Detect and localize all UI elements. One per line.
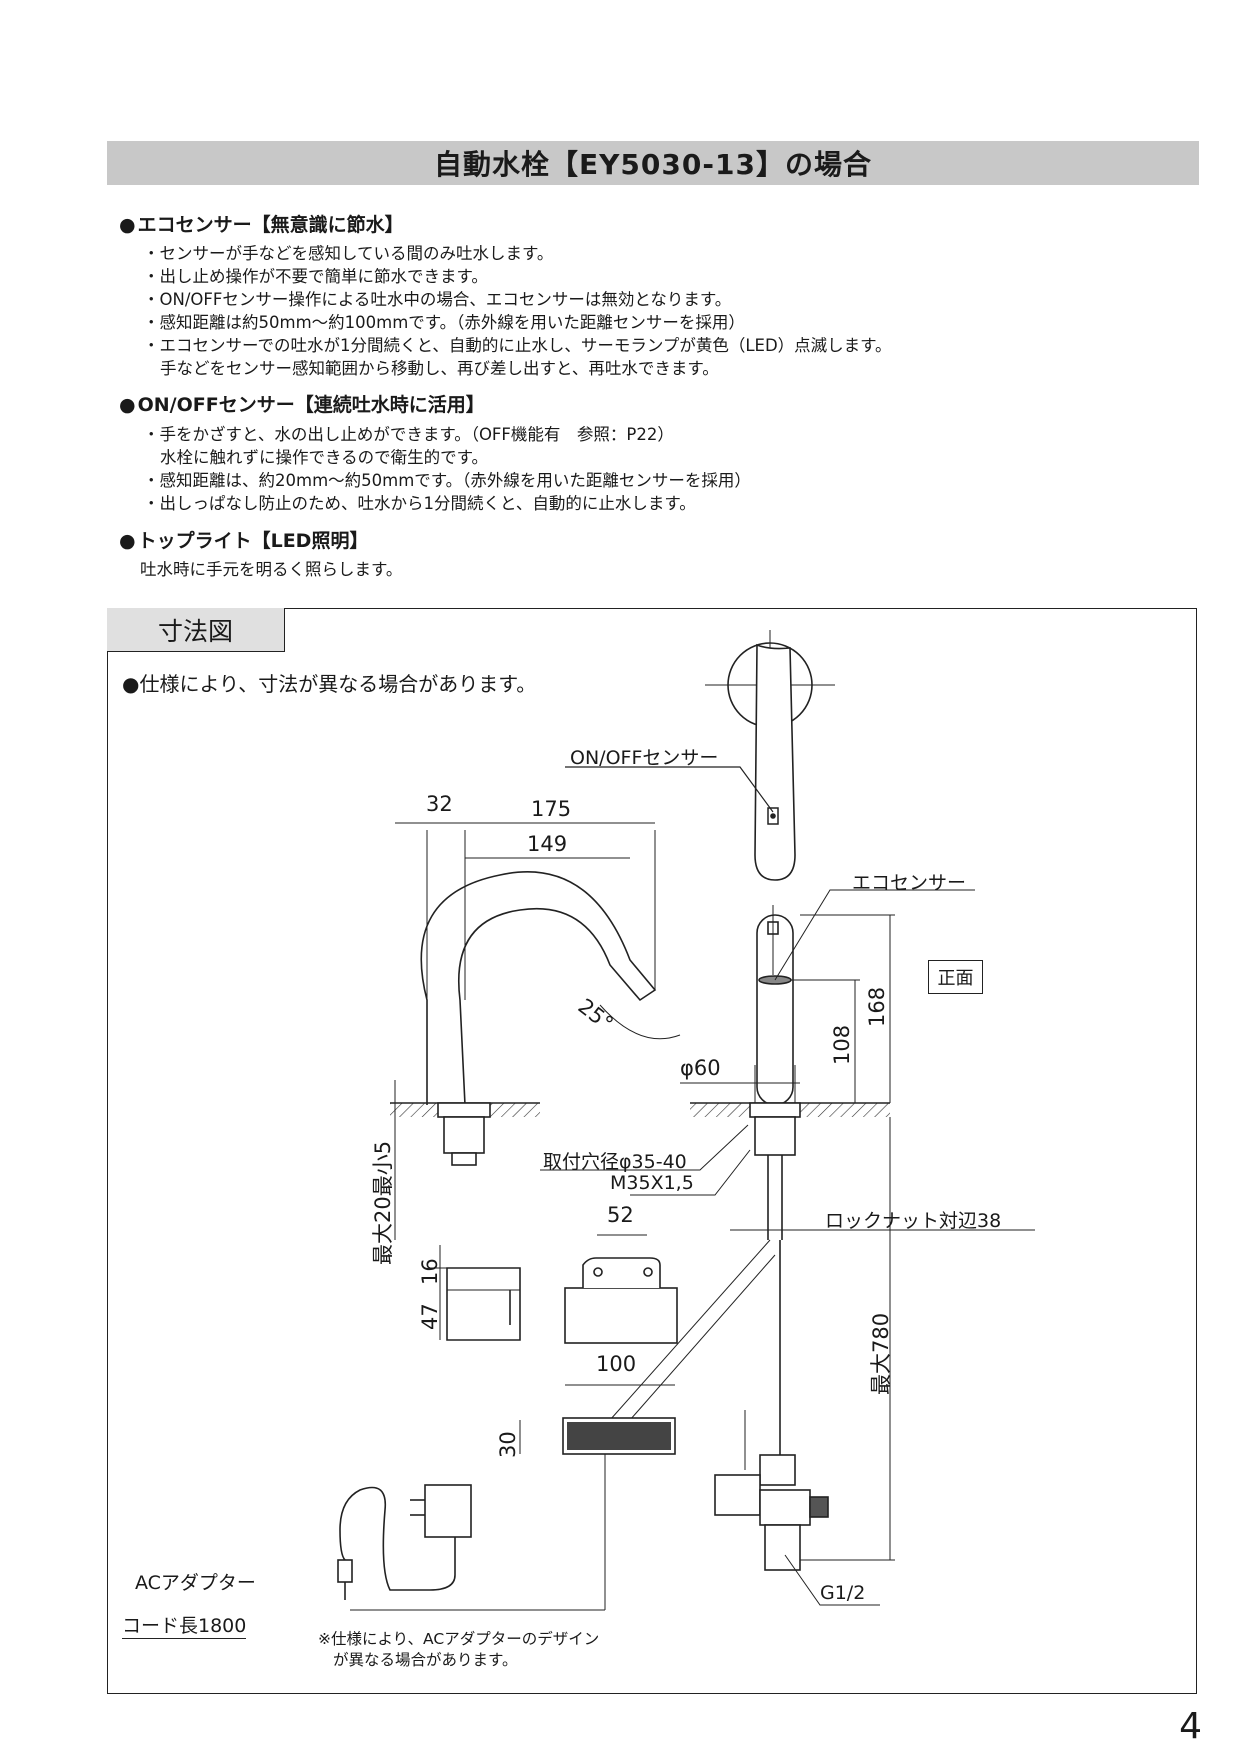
heading-text: トップライト【LED照明】 — [137, 530, 369, 552]
section-heading-eco: ●エコセンサー【無意識に節水】 — [119, 210, 404, 237]
mount-hole-label: 取付穴径φ35-40 — [543, 1151, 687, 1173]
dim-max780: 最大780 — [869, 1312, 893, 1395]
dim-175: 175 — [531, 797, 572, 821]
dim-52: 52 — [607, 1203, 634, 1227]
bullet-icon: ● — [119, 530, 136, 552]
list-item: 水栓に触れずに操作できるので衛生的です。 — [160, 448, 489, 467]
list-item: ・出し止め操作が不要で簡単に節水できます。 — [143, 267, 488, 286]
list-item: ・感知距離は約50mm〜約100mmです。（赤外線を用いた距離センサーを採用） — [143, 313, 745, 332]
page-title: 自動水栓【EY5030-13】の場合 — [107, 141, 1199, 185]
section-heading-onoff: ●ON/OFFセンサー【連続吐水時に活用】 — [119, 390, 485, 417]
list-item: ・感知距離は、約20mm〜約50mmです。（赤外線を用いた距離センサーを採用） — [143, 471, 751, 490]
ac-adapter — [424, 1484, 472, 1538]
dim-phi60: φ60 — [680, 1056, 721, 1080]
footnote-line2: が異なる場合があります。 — [333, 1651, 518, 1669]
dim-47: 47 — [418, 1303, 442, 1330]
thread-label: M35X1,5 — [610, 1172, 694, 1194]
list-item: ・センサーが手などを感知している間のみ吐水します。 — [143, 244, 554, 263]
dimension-note: ●仕様により、寸法が異なる場合があります。 — [122, 672, 537, 696]
dim-30: 30 — [496, 1431, 520, 1458]
dim-168: 168 — [865, 986, 889, 1027]
list-item: 吐水時に手元を明るく照らします。 — [140, 560, 403, 579]
bullet-icon: ● — [119, 394, 136, 416]
g12-label: G1/2 — [820, 1582, 866, 1604]
section-heading-toplight: ●トップライト【LED照明】 — [119, 526, 368, 553]
list-item: ・手をかざすと、水の出し止めができます。（OFF機能有 参照：P22） — [143, 425, 674, 444]
bullet-icon: ● — [119, 214, 136, 236]
top-view-spout — [754, 643, 796, 881]
dimension-drawing-frame — [107, 608, 1197, 1694]
ac-adapter-label: ACアダプター — [135, 1572, 256, 1594]
sensor-box-side — [446, 1267, 521, 1341]
eco-sensor-label: エコセンサー — [852, 872, 967, 894]
dim-149: 149 — [527, 832, 568, 856]
page-number: 4 — [1179, 1706, 1202, 1747]
list-item: ・ON/OFFセンサー操作による吐水中の場合、エコセンサーは無効となります。 — [143, 290, 732, 309]
dimension-tab: 寸法図 — [107, 608, 285, 652]
onoff-sensor-label: ON/OFFセンサー — [570, 747, 719, 769]
sensor-box-front — [564, 1287, 678, 1344]
dim-32: 32 — [426, 792, 453, 816]
list-item: ・出しっぱなし防止のため、吐水から1分間続くと、自動的に止水します。 — [143, 494, 696, 513]
cord-length-label: コード長1800 — [122, 1611, 247, 1639]
locknut-label: ロックナット対辺38 — [825, 1210, 1002, 1232]
front-view-body — [756, 914, 794, 1106]
heading-text: ON/OFFセンサー【連続吐水時に活用】 — [137, 394, 485, 416]
dim-16: 16 — [418, 1258, 442, 1285]
dim-100: 100 — [596, 1352, 637, 1376]
dim-max20-min5: 最大20最小5 — [371, 1140, 395, 1265]
footnote-line1: ※仕様により、ACアダプターのデザイン — [318, 1630, 600, 1648]
dim-108: 108 — [830, 1024, 854, 1065]
side-view-spout — [420, 871, 657, 1106]
list-item: 手などをセンサー感知範囲から移動し、再び差し出すと、再吐水できます。 — [160, 359, 719, 378]
list-item: ・エコセンサーでの吐水が1分間続くと、自動的に止水し、サーモランプが黄色（LED… — [143, 336, 892, 355]
front-view-label: 正面 — [928, 960, 983, 994]
heading-text: エコセンサー【無意識に節水】 — [137, 214, 404, 236]
